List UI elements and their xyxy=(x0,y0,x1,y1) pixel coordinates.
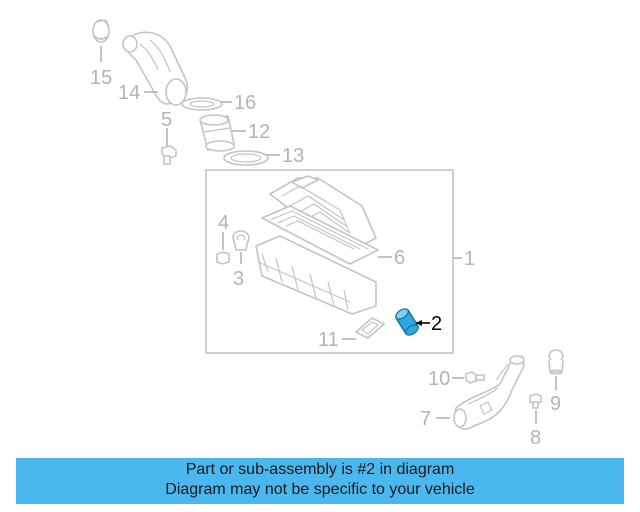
callout-7: 7 xyxy=(420,408,431,430)
part-5-bolt xyxy=(161,145,177,165)
part-15-clamp xyxy=(92,19,110,43)
air-cleaner-lid xyxy=(269,175,377,253)
air-cleaner-lower-housing xyxy=(255,235,377,315)
callout-3: 3 xyxy=(233,268,244,290)
part-4-grommet xyxy=(216,251,230,265)
part-8-bolt xyxy=(529,393,542,409)
part-10-bolt xyxy=(465,371,485,384)
callout-1: 1 xyxy=(464,248,475,270)
part-7-air-duct xyxy=(453,355,525,430)
part-2-intake-duct xyxy=(395,308,419,336)
part-3-grommet xyxy=(232,230,250,251)
callout-4: 4 xyxy=(218,212,229,234)
callout-16: 16 xyxy=(234,92,256,114)
part-12-airflow-housing xyxy=(199,114,235,152)
assembly-box xyxy=(205,169,454,354)
callout-10: 10 xyxy=(428,368,450,390)
banner-line-part-number: Part or sub-assembly is #2 in diagram xyxy=(185,461,455,478)
callout-14: 14 xyxy=(118,82,140,104)
leader-2-arrow xyxy=(416,320,422,326)
info-banner: Part or sub-assembly is #2 in diagram Di… xyxy=(16,458,624,504)
callout-13: 13 xyxy=(282,145,304,167)
callout-11: 11 xyxy=(318,329,339,351)
callout-6: 6 xyxy=(394,247,405,269)
callout-2: 2 xyxy=(431,313,442,335)
part-13-seal-ring xyxy=(223,150,269,166)
part-9-grommet xyxy=(548,349,564,375)
callout-12: 12 xyxy=(248,121,270,143)
callout-9: 9 xyxy=(550,393,561,415)
banner-line-disclaimer: Diagram may not be specific to your vehi… xyxy=(165,481,475,498)
part-14-intake-hose xyxy=(122,31,189,106)
part-11-seal xyxy=(355,317,385,339)
callout-5: 5 xyxy=(161,109,172,131)
callout-8: 8 xyxy=(530,427,541,449)
callout-15: 15 xyxy=(90,67,112,89)
part-16-gasket xyxy=(181,97,223,111)
part-6-filter-element xyxy=(261,205,379,265)
